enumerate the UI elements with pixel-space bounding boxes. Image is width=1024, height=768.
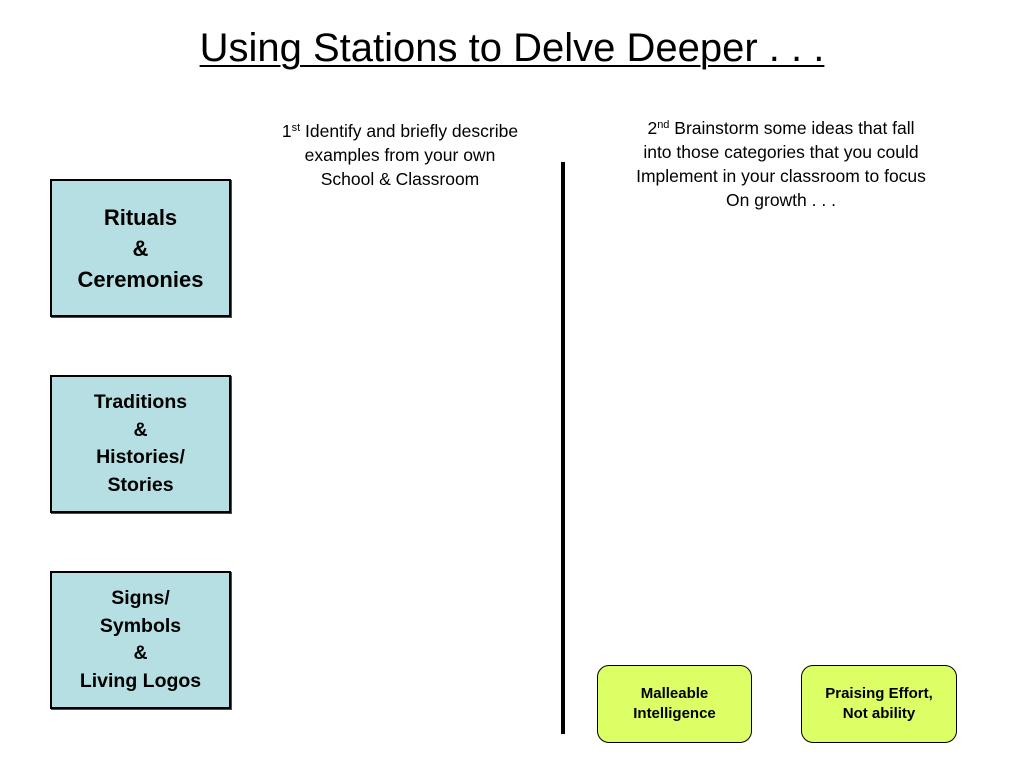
category-label-line: Rituals: [103, 204, 178, 230]
instruction-step-2-line-2: into those categories that you could: [643, 142, 919, 162]
category-label-line: Signs/: [111, 587, 170, 609]
category-label-line: Ceremonies: [77, 266, 204, 292]
category-label-line: &: [133, 418, 148, 441]
category-label-line: Living Logos: [79, 669, 202, 692]
instruction-step-1-line-3: School & Classroom: [320, 169, 480, 189]
focus-tag-line: Malleable: [640, 685, 709, 702]
category-label-line: Traditions: [93, 391, 188, 413]
instruction-step-2-line-4: On growth . . .: [726, 190, 836, 210]
category-box-rituals-ceremonies: Rituals & Ceremonies: [50, 179, 231, 317]
focus-tag-line: Not ability: [842, 705, 916, 722]
column-divider: [561, 162, 565, 734]
instruction-step-2-line-3: Implement in your classroom to focus: [636, 166, 926, 186]
slide-title: Using Stations to Delve Deeper . . .: [199, 26, 825, 70]
instruction-text: Identify and briefly describe: [300, 121, 519, 141]
category-box-signs-symbols: Signs/ Symbols & Living Logos: [50, 571, 231, 709]
category-label-line: Histories/: [96, 446, 185, 468]
category-label-line: Stories: [107, 473, 174, 496]
focus-tag-praising-effort: Praising Effort, Not ability: [801, 665, 957, 743]
instruction-step-2-line-1: 2nd Brainstorm some ideas that fall: [600, 116, 962, 140]
category-label-line: &: [133, 642, 148, 664]
focus-tag-line: Intelligence: [633, 705, 716, 722]
focus-tag-line: Praising Effort,: [825, 685, 933, 702]
instruction-text: Brainstorm some ideas that fall: [669, 118, 915, 138]
category-label-line: &: [132, 235, 149, 261]
focus-tag-malleable-intelligence: Malleable Intelligence: [597, 665, 752, 743]
instruction-step-2: 2nd Brainstorm some ideas that fall into…: [600, 116, 962, 212]
ordinal-suffix: st: [291, 122, 301, 134]
ordinal-suffix: nd: [657, 119, 670, 131]
instruction-step-1-line-2: examples from your own: [304, 145, 496, 165]
ordinal-number: 2: [647, 118, 658, 138]
instruction-step-1: 1st Identify and briefly describe exampl…: [240, 119, 560, 191]
category-box-traditions-histories: Traditions & Histories/ Stories: [50, 375, 231, 513]
instruction-step-1-line-1: 1st Identify and briefly describe: [240, 119, 560, 143]
ordinal-number: 1: [281, 121, 292, 141]
category-label-line: Symbols: [99, 614, 182, 637]
